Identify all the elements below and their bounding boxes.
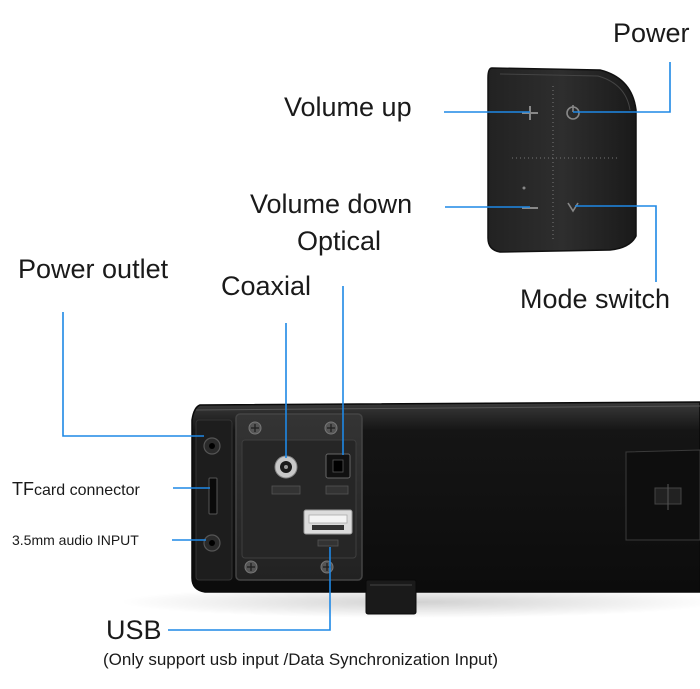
power-outlet-label: Power outlet bbox=[18, 254, 169, 284]
volume-down-key-icon bbox=[522, 186, 538, 209]
callout-lines bbox=[62, 62, 671, 631]
tf-card-connector-label: TFcard connector bbox=[12, 480, 140, 499]
power-outlet-jack-icon bbox=[203, 437, 221, 455]
power-key-icon bbox=[566, 105, 580, 120]
usb-label: USB bbox=[106, 615, 162, 645]
optical-port-icon bbox=[325, 453, 351, 495]
power-label: Power bbox=[613, 18, 690, 48]
volume-up-label: Volume up bbox=[284, 92, 412, 122]
tf-card-slot-icon bbox=[208, 477, 218, 515]
coaxial-label: Coaxial bbox=[221, 271, 312, 301]
connector-panel bbox=[203, 413, 363, 581]
mode-switch-label: Mode switch bbox=[520, 284, 671, 314]
volume-up-key-icon bbox=[522, 106, 538, 120]
volume-down-label: Volume down bbox=[250, 189, 413, 219]
usb-port-icon bbox=[303, 509, 353, 547]
audio-input-label: 3.5mm audio INPUT bbox=[12, 532, 139, 548]
usb-note-label: (Only support usb input /Data Synchroniz… bbox=[103, 650, 498, 669]
tf-card-prefix: TF bbox=[12, 479, 34, 499]
audio-input-jack-icon bbox=[203, 534, 221, 552]
coaxial-jack-icon bbox=[271, 455, 301, 495]
tf-card-suffix: card connector bbox=[34, 482, 140, 499]
control-pad bbox=[487, 67, 637, 253]
optical-label: Optical bbox=[297, 226, 382, 256]
